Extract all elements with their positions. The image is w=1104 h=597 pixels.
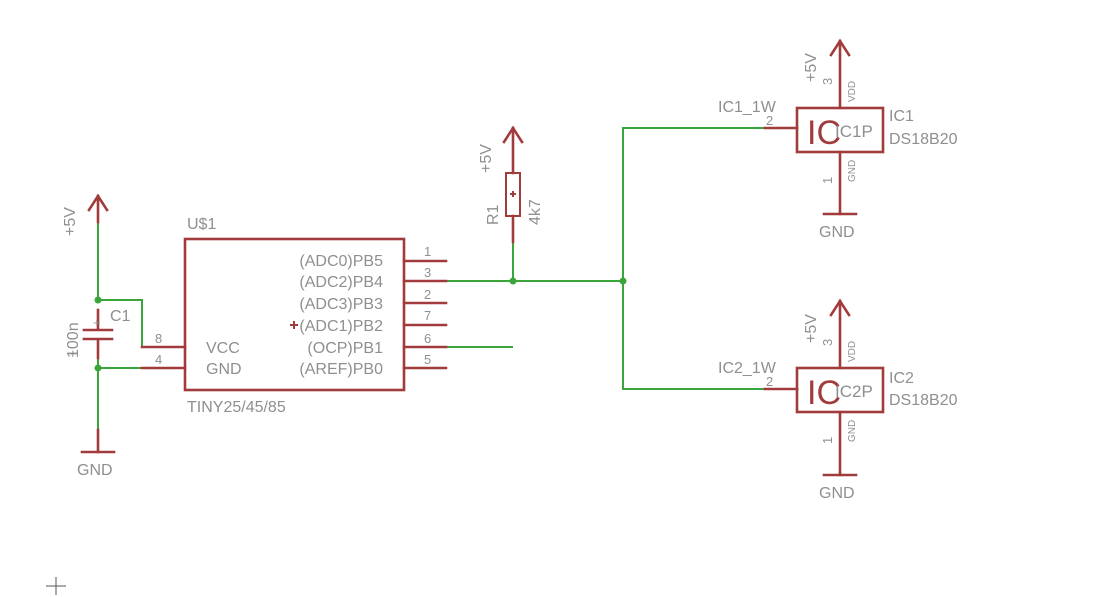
ic2-power-gate: IC2P (835, 382, 873, 401)
supply-left-gnd-label: GND (77, 462, 113, 479)
ic2-pin-vdd-num: 3 (820, 339, 835, 346)
u1-pin-4-num: 4 (155, 352, 162, 367)
u1-name: U$1 (187, 216, 216, 233)
net-onewire-bus[interactable] (622, 127, 765, 390)
u1-pin-8[interactable]: 8 VCC (140, 331, 240, 357)
u1-pin-4-label: GND (206, 361, 242, 378)
supply-left-5v[interactable]: +5V (62, 193, 109, 236)
ic-u1-tiny[interactable]: U$1 TINY25/45/85 8 VCC 4 GND 1 (ADC0)PB5… (140, 216, 448, 416)
ic1-gnd-label: GND (819, 224, 855, 241)
sensor-ic1[interactable]: +5V 3 VDD IC IC1P IC1 DS18B20 IC1_1W 2 1… (718, 38, 958, 241)
u1-pin-6[interactable]: 6 (OCP)PB1 (307, 331, 448, 357)
u1-pin-6-label: (OCP)PB1 (307, 340, 383, 357)
capacitor-c1[interactable]: C1 + + 100n (65, 308, 131, 361)
r1-value: 4k7 (527, 199, 544, 225)
ic2-glyph: IC (807, 374, 841, 412)
c1-value: 100n (65, 322, 82, 358)
ic1-gate: IC1_1W (718, 99, 777, 116)
ic1-name: IC1 (889, 108, 914, 125)
u1-part: TINY25/45/85 (187, 399, 286, 416)
u1-pin-1-num: 1 (424, 244, 431, 259)
ic1-pin-vdd-num: 3 (820, 78, 835, 85)
ic1-gnd-pin-label: GND (847, 160, 858, 182)
u1-pin-3[interactable]: 3 (ADC2)PB4 (299, 265, 448, 291)
ic2-supply-5v-label: +5V (803, 314, 820, 343)
ic2-vdd-label: VDD (847, 341, 858, 362)
junction-c1-top (94, 296, 102, 304)
supply-left-gnd[interactable]: GND (77, 428, 116, 479)
supply-r1-5v-label: +5V (478, 144, 495, 173)
r1-name: R1 (485, 204, 502, 225)
ic1-glyph: IC (807, 114, 841, 152)
u1-pin-5-num: 5 (424, 352, 431, 367)
ic1-pin-dq-num: 2 (766, 113, 773, 128)
u1-pin-2-label: (ADC3)PB3 (299, 296, 383, 313)
ic1-vdd-label: VDD (847, 81, 858, 102)
ic1-part: DS18B20 (889, 131, 958, 148)
c1-name: C1 (110, 308, 131, 325)
u1-pin-5-label: (AREF)PB0 (299, 361, 383, 378)
supply-r1-5v[interactable]: +5V (478, 125, 524, 175)
junction-bus (619, 277, 627, 285)
u1-pin-6-num: 6 (424, 331, 431, 346)
ic1-power-gate: IC1P (835, 122, 873, 141)
u1-pin-2-num: 2 (424, 287, 431, 302)
ic2-name: IC2 (889, 370, 914, 387)
c1-plus-mark-2: + (69, 346, 77, 361)
junction-c1-bottom (94, 364, 102, 372)
origin-crosshair-icon (46, 577, 66, 595)
net-vcc-left[interactable] (97, 217, 184, 348)
junction-r1 (509, 277, 517, 285)
ic2-pin-dq-num: 2 (766, 374, 773, 389)
u1-pin-8-num: 8 (155, 331, 162, 346)
u1-pin-7-num: 7 (424, 308, 431, 323)
u1-pin-1-label: (ADC0)PB5 (299, 253, 383, 270)
supply-left-5v-label: +5V (62, 207, 79, 236)
u1-pin-7-label: (ADC1)PB2 (299, 318, 383, 335)
u1-pin-4[interactable]: 4 GND (140, 352, 242, 378)
u1-pin-5[interactable]: 5 (AREF)PB0 (299, 352, 448, 378)
u1-pin-1[interactable]: 1 (ADC0)PB5 (299, 244, 448, 270)
ic2-part: DS18B20 (889, 392, 958, 409)
origin-mark-u1 (290, 321, 298, 329)
ic2-pin-gnd-num: 1 (820, 437, 835, 444)
c1-plus-mark: + (93, 315, 101, 330)
ic2-gnd-label: GND (819, 485, 855, 502)
ic2-gate: IC2_1W (718, 360, 777, 377)
u1-pin-7[interactable]: 7 (ADC1)PB2 (299, 308, 448, 335)
ic2-gnd-pin-label: GND (847, 420, 858, 442)
resistor-r1[interactable]: R1 4k7 (485, 172, 544, 244)
ic1-pin-gnd-num: 1 (820, 177, 835, 184)
u1-pin-3-label: (ADC2)PB4 (299, 274, 383, 291)
u1-pin-2[interactable]: 2 (ADC3)PB3 (299, 287, 448, 313)
sensor-ic2[interactable]: +5V 3 VDD IC IC2P IC2 DS18B20 IC2_1W 2 1… (718, 298, 958, 502)
ic1-supply-5v-label: +5V (803, 53, 820, 82)
u1-pin-8-label: VCC (206, 340, 240, 357)
u1-pin-3-num: 3 (424, 265, 431, 280)
